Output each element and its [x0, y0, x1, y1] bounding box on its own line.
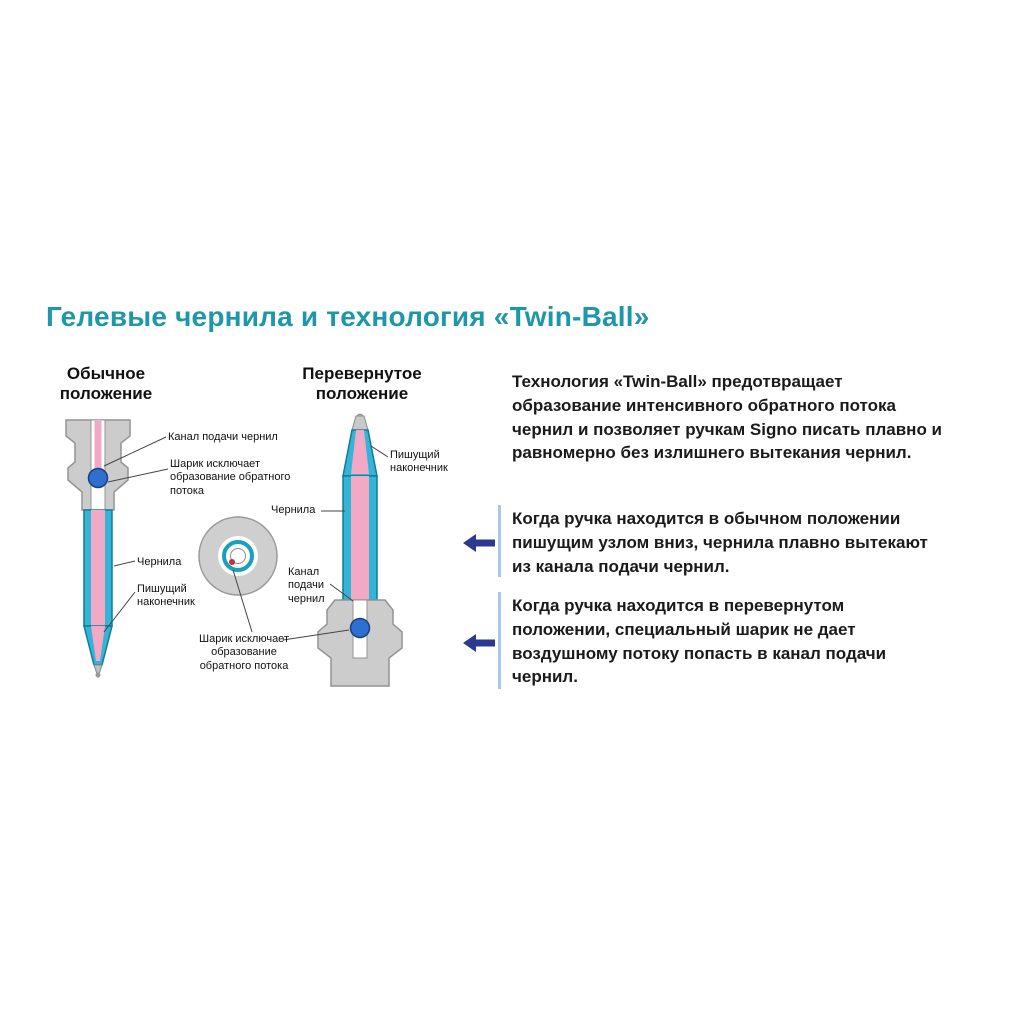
label-writing-tip-inverted: Пишущий наконечник [390, 449, 448, 475]
pen-normal-diagram [65, 419, 131, 679]
accent-bar-inverted [498, 592, 501, 689]
arrow-left-icon [463, 534, 495, 552]
label-ink-supply-channel-inverted: Канал подачи чернил [288, 566, 325, 605]
point-inverted-text: Когда ручка находится в перевернутом пол… [512, 596, 887, 687]
point-normal-text: Когда ручка находится в обычном положени… [512, 509, 928, 576]
arrow-left-icon [463, 634, 495, 652]
label-ball-prevents-backflow-inverted: Шарик исключает образование обратного по… [199, 633, 289, 672]
label-ball-prevents-backflow: Шарик исключает образование обратного по… [170, 458, 291, 497]
intro-text: Технология «Twin-Ball» предотвращает обр… [512, 372, 943, 463]
heading-inverted-position: Перевернутое положение [302, 364, 422, 404]
cross-section-diagram [198, 516, 278, 596]
label-ink-supply-channel: Канал подачи чернил [168, 431, 278, 443]
pen-inverted-diagram [317, 413, 403, 687]
page-title: Гелевые чернила и технология «Twin-Ball» [46, 301, 650, 332]
heading-normal-position: Обычное положение [59, 364, 153, 404]
label-ink: Чернила [137, 556, 182, 568]
label-writing-tip: Пишущий наконечник [137, 583, 195, 609]
accent-bar-normal [498, 505, 501, 577]
label-ink-inverted: Чернила [271, 504, 316, 516]
